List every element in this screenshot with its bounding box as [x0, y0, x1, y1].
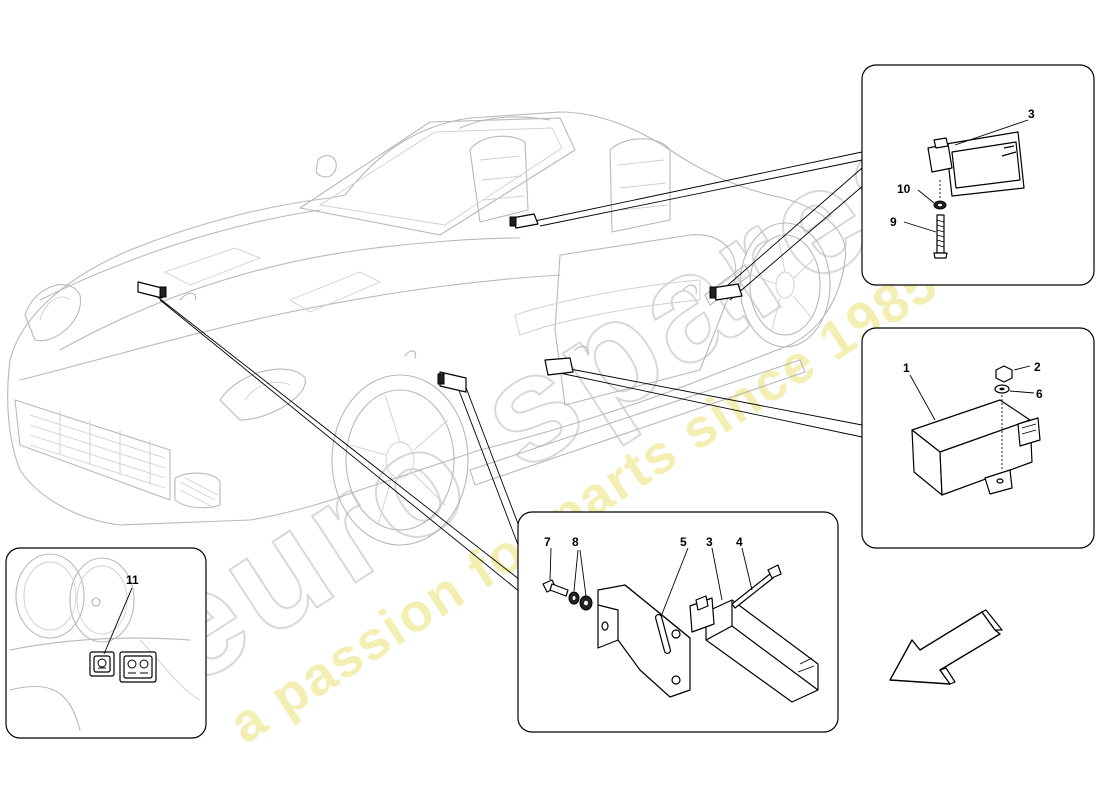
sensor-hood [137, 281, 197, 301]
panel-bracket-assembly: 7 8 5 3 4 [517, 511, 839, 733]
callout-3-bottom: 3 [706, 535, 713, 549]
part-5-bracket [597, 547, 691, 698]
sensor-rear [682, 283, 743, 301]
direction-arrow-icon [889, 609, 1003, 685]
callout-7: 7 [544, 535, 551, 549]
sensor-door [544, 345, 589, 376]
callout-11: 11 [126, 573, 139, 587]
callout-4: 4 [736, 535, 743, 549]
part-4-screw [731, 547, 782, 609]
car-outline [7, 111, 847, 546]
part-9-screw [903, 180, 948, 259]
callout-8: 8 [572, 535, 579, 549]
panel-sensor-detail: 3 10 9 [861, 64, 1095, 286]
callout-9: 9 [890, 215, 897, 229]
callout-1: 1 [903, 361, 910, 375]
part-7-bolt [542, 547, 569, 597]
part-3-sensor-bracket [689, 547, 819, 703]
car-sensors [137, 213, 743, 393]
sensor-front-wheel [404, 350, 467, 393]
callout-3-top: 3 [1028, 107, 1035, 121]
part-3-sensor [927, 119, 1029, 197]
adjacent-switch [119, 651, 157, 683]
part-2-nut [995, 365, 1031, 383]
part-6-washer [994, 384, 1035, 470]
tpms-switch [89, 587, 133, 677]
panel-control-unit: 1 2 6 [861, 327, 1095, 549]
part-8-washers [568, 549, 593, 611]
callout-2: 2 [1034, 360, 1041, 374]
part-1-control-unit [909, 374, 1041, 496]
sensor-windshield [509, 213, 539, 229]
part-10-washer [917, 189, 947, 210]
dashboard-sketch [9, 553, 201, 731]
callout-10: 10 [897, 182, 911, 196]
callout-5: 5 [680, 535, 687, 549]
panel-dashboard-switch: 11 [5, 547, 207, 739]
leader-lines [154, 151, 873, 593]
callout-6: 6 [1036, 387, 1043, 401]
